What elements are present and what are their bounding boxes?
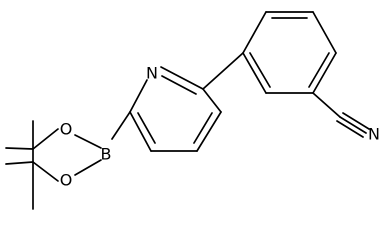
bond-pyridine-1-inner xyxy=(161,75,197,95)
bond-methyl-lower-left xyxy=(5,161,34,165)
atom-label-nitrogen-pyridine: N xyxy=(146,64,158,83)
bond-benzene-6 xyxy=(242,11,267,54)
bond-biaryl xyxy=(202,52,244,90)
bond-benzene-nitrile-carbon xyxy=(312,92,341,118)
bond-benzene-5 xyxy=(242,52,267,94)
bond-pyridine-6 xyxy=(202,88,222,113)
atom-label-nitrogen-nitrile: N xyxy=(368,125,380,144)
bond-pyridine-2 xyxy=(129,79,148,113)
bond-methyl-upper-left xyxy=(5,147,34,150)
bond-nitrile-triple-3 xyxy=(342,112,370,130)
bond-benzene-3-inner xyxy=(308,52,330,88)
bond-benzene-5-inner xyxy=(249,52,271,88)
bond-pyridine-1 xyxy=(160,66,204,90)
bond-benzene-3 xyxy=(312,52,337,94)
bond-pyridine-boron xyxy=(111,111,131,140)
bond-pyridine-3 xyxy=(129,111,152,152)
atom-label-oxygen-upper: O xyxy=(60,120,73,139)
atom-label-oxygen-lower: O xyxy=(60,171,73,190)
bond-oxygen-lower-carbon xyxy=(32,161,59,182)
bond-oxygen-upper-carbon xyxy=(32,128,59,150)
bond-boron-oxygen-upper xyxy=(74,134,102,149)
bond-pyridine-3-inner xyxy=(137,112,156,144)
bond-nitrile-triple-1 xyxy=(339,116,367,134)
bond-pyridine-5 xyxy=(196,111,222,152)
bond-nitrile-triple-2 xyxy=(336,120,364,138)
atom-label-boron: B xyxy=(101,145,112,164)
bond-pyridine-5-inner xyxy=(193,112,213,144)
bond-layer xyxy=(5,11,370,210)
bond-boron-oxygen-lower xyxy=(74,159,102,176)
bond-benzene-2 xyxy=(312,11,337,54)
